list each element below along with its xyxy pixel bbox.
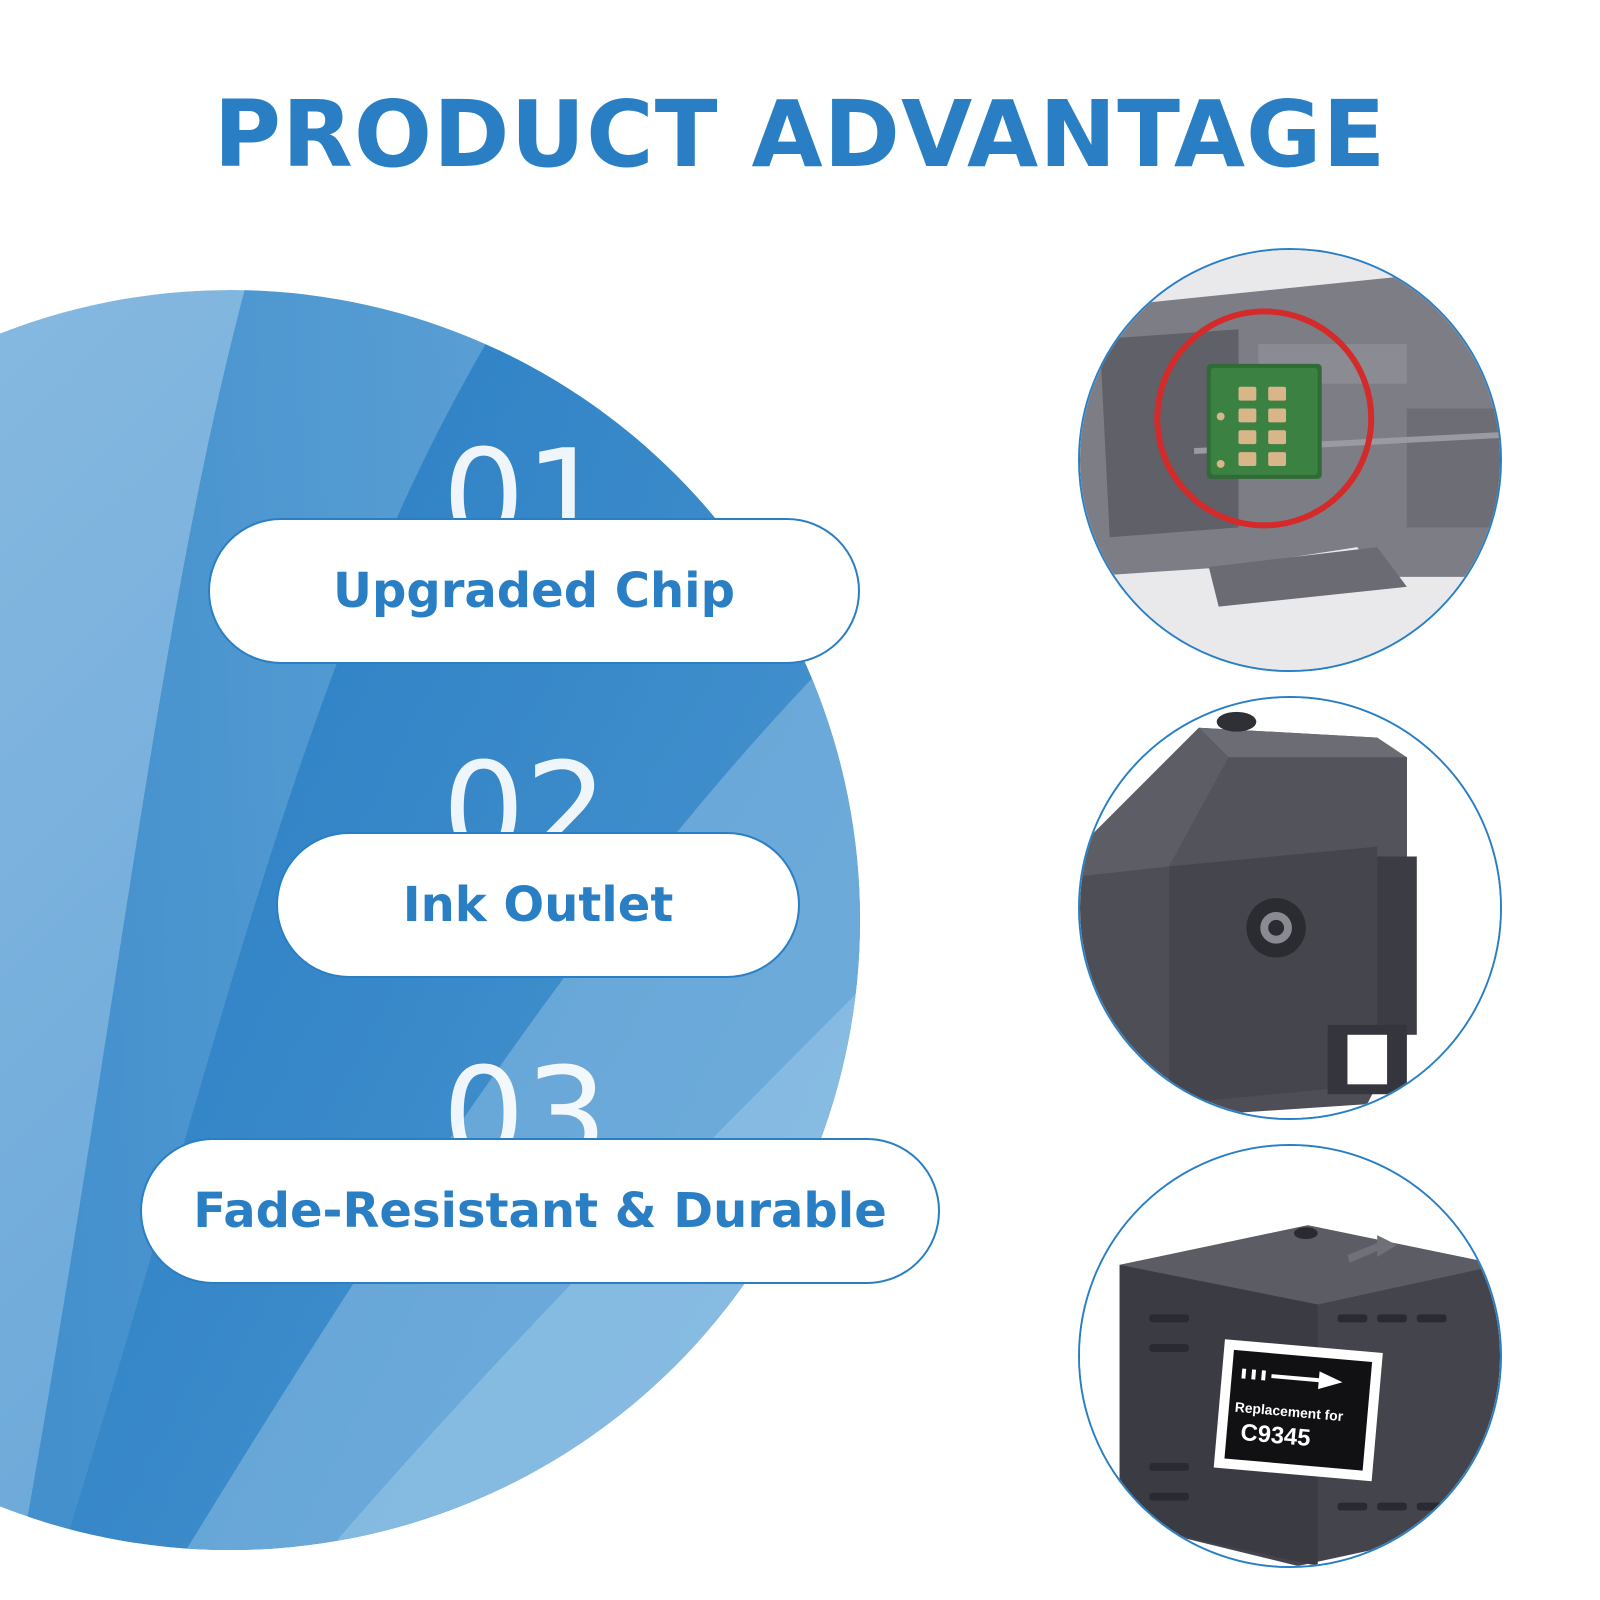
feature-number-3: 03 xyxy=(442,1050,608,1138)
chip-icon xyxy=(1206,363,1322,479)
page-title: PRODUCT ADVANTAGE xyxy=(213,81,1387,188)
photo-ink-outlet xyxy=(1078,696,1502,1120)
feature-label: Upgraded Chip xyxy=(333,563,735,619)
highlight-ring xyxy=(1154,308,1375,529)
feature-pill-fade-resistant: Fade-Resistant & Durable xyxy=(140,1138,940,1284)
photo-chip-closeup xyxy=(1078,248,1502,672)
feature-label: Ink Outlet xyxy=(402,877,674,933)
label-model-text: C9345 xyxy=(1239,1419,1311,1452)
feature-number-1: 01 xyxy=(442,432,608,520)
feature-number-2: 02 xyxy=(442,745,608,833)
feature-pill-ink-outlet: Ink Outlet xyxy=(276,832,800,978)
feature-pill-upgraded-chip: Upgraded Chip xyxy=(208,518,860,664)
ink-outlet-image xyxy=(1080,698,1500,1118)
maintenance-box-image: Replacement for C9345 xyxy=(1080,1146,1500,1566)
chip-closeup-image xyxy=(1080,250,1500,670)
outlet-port-icon xyxy=(1246,898,1306,958)
cartridge-label: Replacement for C9345 xyxy=(1213,1339,1383,1482)
feature-label: Fade-Resistant & Durable xyxy=(193,1183,887,1239)
arrow-icon xyxy=(1241,1368,1343,1390)
photo-maintenance-box: Replacement for C9345 xyxy=(1078,1144,1502,1568)
